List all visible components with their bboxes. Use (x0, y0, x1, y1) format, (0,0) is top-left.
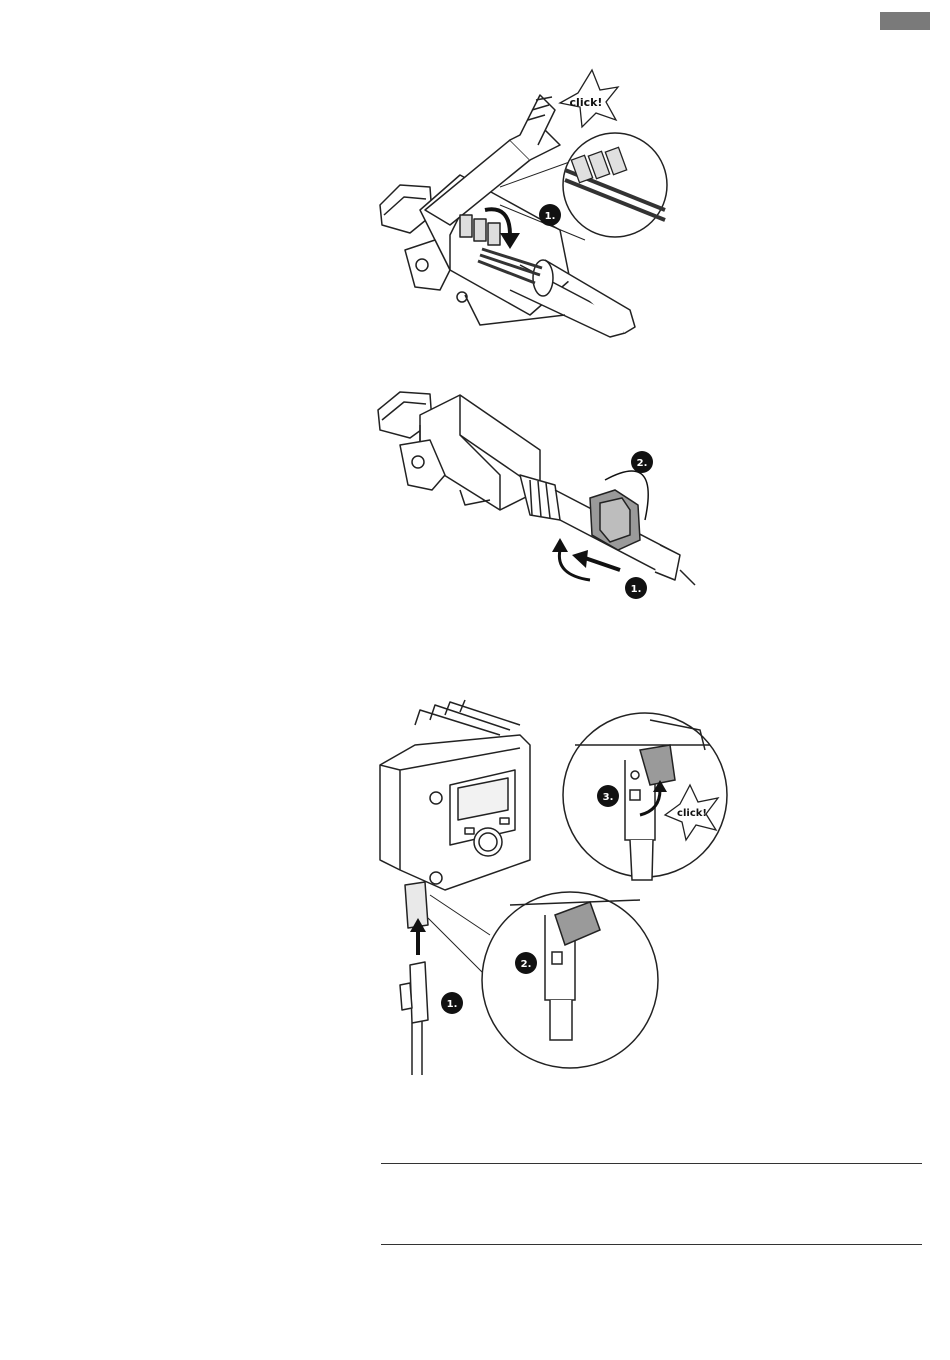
step-badge-1-label: 1. (631, 584, 642, 595)
divider-bottom (381, 1244, 922, 1245)
step-badge-1-label: 1. (447, 999, 458, 1010)
cable-gland-illustration: 2. 1. (360, 380, 700, 605)
step-badge-2-label: 2. (521, 959, 532, 970)
click-label: click! (570, 96, 603, 109)
step-badge-label: 1. (545, 211, 556, 222)
divider-top (381, 1163, 922, 1164)
module-connection-illustration: click! 3. 2. 1. (360, 690, 760, 1085)
language-tab (880, 12, 930, 30)
step-badge-3-label: 3. (603, 792, 614, 803)
connector-clamp-illustration: click! 1. (360, 65, 670, 345)
step-badge-2-label: 2. (637, 458, 648, 469)
click-label: click! (677, 808, 707, 819)
